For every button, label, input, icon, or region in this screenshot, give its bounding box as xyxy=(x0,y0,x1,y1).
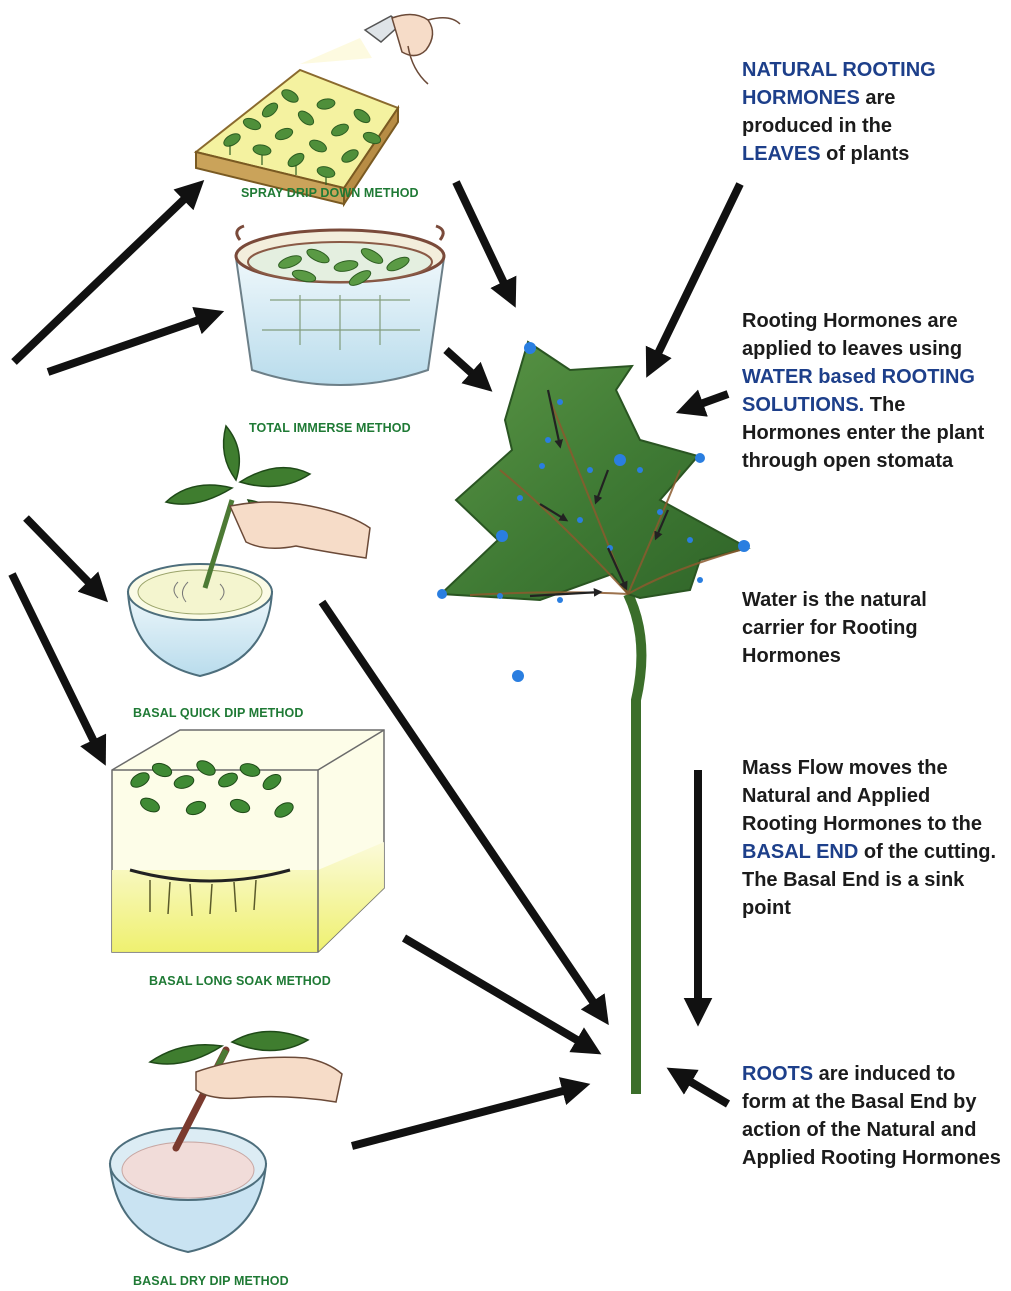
quick-dip-bowl-illustration xyxy=(128,426,370,676)
note-roots: ROOTS are induced to form at the Basal E… xyxy=(742,1060,1004,1172)
arrow-to-longsoak xyxy=(12,574,102,758)
note-basal-end-highlight: BASAL END xyxy=(742,841,858,863)
arrow-natural-hormones xyxy=(650,184,740,370)
note-natural-hormones: NATURAL ROOTING HORMONES are produced in… xyxy=(742,56,972,168)
immerse-basin-illustration xyxy=(236,226,444,385)
caption-total-immerse: TOTAL IMMERSE METHOD xyxy=(249,421,411,435)
note-applied-hormones: Rooting Hormones are applied to leaves u… xyxy=(742,307,1007,475)
note-water-carrier: Water is the natural carrier for Rooting… xyxy=(742,586,972,670)
caption-basal-dry-dip: BASAL DRY DIP METHOD xyxy=(133,1274,289,1288)
dry-dip-dish-illustration xyxy=(110,1031,342,1252)
arrow-roots xyxy=(674,1072,728,1104)
caption-basal-quick-dip: BASAL QUICK DIP METHOD xyxy=(133,706,304,720)
arrow-immerse-to-leaf xyxy=(446,350,486,386)
arrow-applied-hormones xyxy=(684,394,728,410)
note-water-text: Water is the natural carrier for Rooting… xyxy=(742,589,927,667)
note-leaves-highlight: LEAVES xyxy=(742,143,821,165)
note-mass-flow: Mass Flow moves the Natural and Applied … xyxy=(742,754,1002,922)
caption-spray-drip-down: SPRAY DRIP DOWN METHOD xyxy=(241,186,419,200)
note-natural-text-end: of plants xyxy=(821,143,910,165)
soak-tank-illustration xyxy=(112,730,384,952)
arrow-drydip-to-base xyxy=(352,1086,582,1146)
caption-basal-long-soak: BASAL LONG SOAK METHOD xyxy=(149,974,331,988)
arrow-to-quickdip xyxy=(26,518,102,596)
note-water-solutions-highlight: WATER based ROOTING SOLUTIONS. xyxy=(742,366,975,416)
note-roots-highlight: ROOTS xyxy=(742,1063,813,1085)
note-applied-text: Rooting Hormones are applied to leaves u… xyxy=(742,310,962,360)
arrow-spray-to-leaf xyxy=(456,182,512,300)
arrow-to-spray xyxy=(14,186,198,362)
note-massflow-text: Mass Flow moves the Natural and Applied … xyxy=(742,757,982,835)
spray-tray-illustration xyxy=(196,14,460,204)
arrow-to-immerse xyxy=(48,314,216,372)
note-natural-highlight: NATURAL ROOTING HORMONES xyxy=(742,59,936,109)
